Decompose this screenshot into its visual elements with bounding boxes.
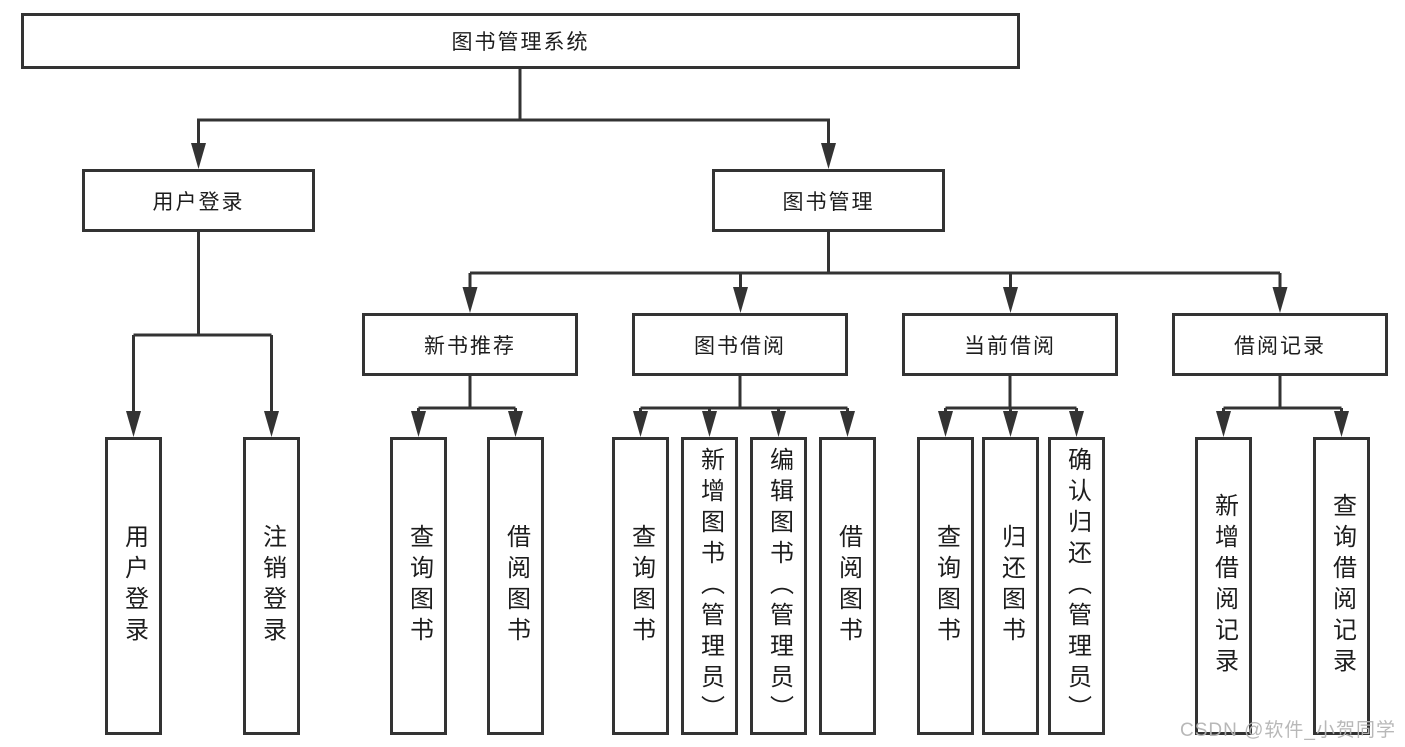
leaf-label: 确认归还（管理员） — [1063, 446, 1091, 726]
arrow-down-icon — [126, 411, 141, 437]
node-label: 新书推荐 — [424, 334, 516, 358]
arrow-down-icon — [264, 411, 279, 437]
node-borrow-records: 借阅记录 — [1172, 313, 1388, 376]
leaf-query-borrow-record: 查询借阅记录 — [1313, 437, 1370, 735]
leaf-edit-books-admin: 编辑图书（管理员） — [750, 437, 807, 735]
arrow-down-icon — [508, 411, 523, 437]
arrow-down-icon — [462, 287, 478, 313]
arrow-down-icon — [702, 411, 717, 437]
arrow-down-icon — [1003, 411, 1018, 437]
arrow-down-icon — [1069, 411, 1084, 437]
leaf-borrow-books: 借阅图书 — [819, 437, 876, 735]
csdn-watermark: CSDN @软件_小贺同学 — [1180, 720, 1396, 741]
arrow-down-icon — [1003, 287, 1018, 313]
arrow-down-icon — [733, 287, 748, 313]
leaf-label: 归还图书 — [997, 524, 1025, 648]
node-user-login: 用户登录 — [82, 169, 315, 232]
arrow-down-icon — [411, 411, 426, 437]
arrow-down-icon — [633, 411, 648, 437]
node-new-book-recommend: 新书推荐 — [362, 313, 578, 376]
node-library-management-system: 图书管理系统 — [21, 13, 1020, 69]
leaf-label: 借阅图书 — [834, 524, 862, 648]
arrow-down-icon — [821, 143, 836, 169]
node-book-borrow: 图书借阅 — [632, 313, 848, 376]
leaf-query-books: 查询图书 — [612, 437, 669, 735]
leaf-borrow-books: 借阅图书 — [487, 437, 544, 735]
leaf-user-login: 用户登录 — [105, 437, 162, 735]
node-label: 用户登录 — [152, 190, 245, 214]
node-label: 图书管理 — [782, 190, 875, 214]
node-label: 图书管理系统 — [451, 31, 590, 54]
arrow-down-icon — [840, 411, 855, 437]
leaf-label: 新增借阅记录 — [1210, 493, 1238, 679]
arrow-down-icon — [1272, 287, 1288, 313]
node-label: 借阅记录 — [1234, 334, 1326, 358]
node-label: 图书借阅 — [694, 334, 786, 358]
leaf-label: 查询图书 — [627, 524, 655, 648]
node-label: 当前借阅 — [964, 334, 1056, 358]
leaf-add-books-admin: 新增图书（管理员） — [681, 437, 738, 735]
leaf-logout: 注销登录 — [243, 437, 300, 735]
leaf-label: 新增图书（管理员） — [696, 446, 724, 726]
leaf-query-books: 查询图书 — [917, 437, 974, 735]
node-book-management: 图书管理 — [712, 169, 945, 232]
leaf-query-books: 查询图书 — [390, 437, 447, 735]
arrow-down-icon — [938, 411, 953, 437]
leaf-label: 查询图书 — [405, 524, 433, 648]
leaf-label: 借阅图书 — [502, 524, 530, 648]
arrow-down-icon — [191, 143, 206, 169]
leaf-label: 查询图书 — [932, 524, 960, 648]
leaf-label: 用户登录 — [120, 524, 148, 648]
leaf-label: 注销登录 — [258, 524, 286, 648]
leaf-label: 查询借阅记录 — [1328, 493, 1356, 679]
arrow-down-icon — [1216, 411, 1231, 437]
arrow-down-icon — [771, 411, 786, 437]
arrow-down-icon — [1334, 411, 1349, 437]
leaf-return-books: 归还图书 — [982, 437, 1039, 735]
leaf-label: 编辑图书（管理员） — [765, 446, 793, 726]
leaf-add-borrow-record: 新增借阅记录 — [1195, 437, 1252, 735]
node-current-borrow: 当前借阅 — [902, 313, 1118, 376]
leaf-confirm-return-admin: 确认归还（管理员） — [1048, 437, 1105, 735]
